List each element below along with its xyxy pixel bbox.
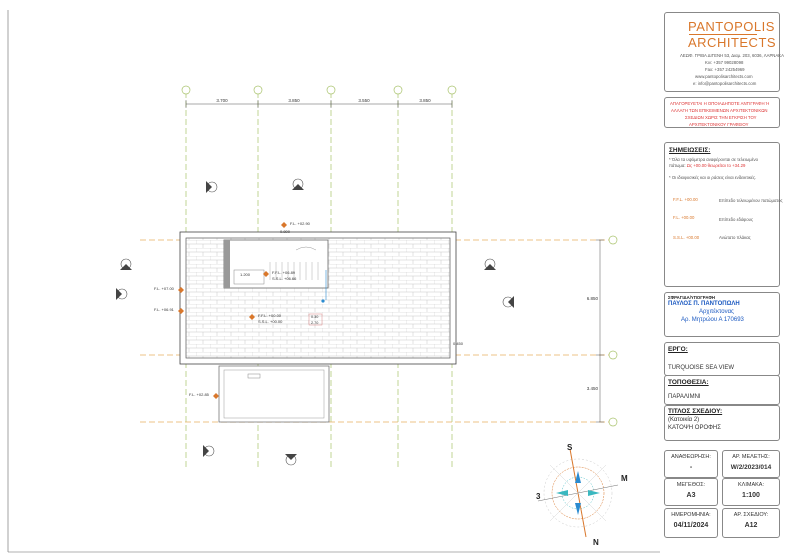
architect-registration: Αρ. Μητρώου Α 170693 [681,317,744,323]
dim-top-1: 3.700 [216,98,228,103]
study-number-cell: ΑΡ. ΜΕΛΕΤΗΣ: W/2/2023/014 [722,450,780,478]
notice-line-2: ΑΛΛΑΓΗ ΤΩΝ ΕΠΙΚΕΙΜΕΝΩΝ ΑΡΧΙΤΕΚΤΟΝΙΚΩΝ [671,108,768,113]
title-block: PANTOPOLIS ARCHITECTS ΛΕΩΦ. ΓΡΙΒΑ ΔΙΓΕΝΗ… [664,8,784,548]
drawing-number-label: ΑΡ. ΣΧΕΔΙΟΥ: [733,512,769,518]
legend-desc-1: Επίπεδο τελειωμένου πατώματος [719,198,783,203]
notes-line-1: * Όλα τα υψόμετρα αναφέρονται σε τελειωμ… [669,157,759,162]
stair-core-wall [224,240,230,288]
level-left-2: F.L. +06.91 [154,307,175,312]
firm-name-line1: PANTOPOLIS [688,19,775,34]
level-left-1: F.L. +07.00 [154,286,175,291]
address-line-5: e: info@pantopolisarchitects.com [693,81,757,86]
address-line-2: Κιν: +357 99028098 [705,60,744,65]
compass-north: N [593,538,599,547]
firm-box: PANTOPOLIS ARCHITECTS ΛΕΩΦ. ΓΡΙΒΑ ΔΙΓΕΝΗ… [664,12,784,92]
notice-line-4: ΑΡΧΙΤΕΚΤΟΝΙΚΟΥ ΓΡΑΦΕΙΟΥ [689,122,749,127]
section-markers [116,178,514,466]
level-center-ffl: F.F.L. +00.00 [258,313,282,318]
scale-cell: ΚΛΙΜΑΚΑ: 1:100 [722,478,780,506]
architect-name: ΠΑΥΛΟΣ Π. ΠΑΝΤΟΠΩΛΗ [668,301,740,307]
dim-right-small: 0.450 [453,341,464,346]
notice-line-3: ΣΧΕΔΙΩΝ ΧΩΡΙΣ ΤΗΝ ΕΓΚΡΙΣΗ ΤΟΥ [685,115,757,120]
notes-line-2: πάτωμα: Ως +00.00 θεωρείται το +34.29 [669,163,746,168]
project-value: TURQUOISE SEA VIEW [668,365,735,371]
date-cell: ΗΜΕΡΟΜΗΝΙΑ: 04/11/2024 [664,508,718,538]
drawing-title-box: ΤΙΤΛΟΣ ΣΧΕΔΙΟΥ: (Κατοικία 2) ΚΑΤΟΨΗ ΟΡΟΦ… [664,405,780,441]
size-value: A3 [686,492,696,499]
stair-treads [269,262,319,280]
level-bottom-left: F.L. +02.85 [189,392,210,397]
revision-cell: ΑΝΑΘΕΩΡΗΣΗ: - [664,450,718,478]
dim-small-a: 0.30 [311,315,318,319]
address-line-3: Fax: +357 24254969 [705,67,745,72]
study-number-label: ΑΡ. ΜΕΛΕΤΗΣ: [732,454,770,460]
drawing-number-cell: ΑΡ. ΣΧΕΔΙΟΥ: A12 [722,508,780,538]
dim-top-4: 3.850 [419,98,431,103]
revision-value: - [689,464,693,471]
right-dimension-line [596,239,604,423]
drain-point [321,299,325,303]
date-value: 04/11/2024 [673,522,709,529]
legend-code-3: S.S.L. +00.00 [673,235,700,240]
stamp-box: ΣΦΡΑΓΙΔΑ/ΥΠΟΓΡΑΦΗ ΠΑΥΛΟΣ Π. ΠΑΝΤΟΠΩΛΗ Αρ… [664,292,780,337]
notes-line-3: * Οι ιδιοφυσικές και οι ράσεις είναι ενδ… [669,175,757,180]
legend-code-1: F.F.L. +00.00 [673,197,698,202]
notes-box: ΣΗΜΕΙΩΣΕΙΣ: * Όλα τα υψόμετρα αναφέροντα… [664,142,783,287]
compass-west: 3 [536,492,541,501]
level-center-ssl: S.S.L. +00.00 [258,319,283,324]
project-heading: ΕΡΓΟ: [668,346,688,353]
legend-desc-3: Ανώτατο πλάκας [719,235,751,240]
dim-right-2: 3.450 [587,386,599,391]
dim-small-b: 2.70 [311,321,318,325]
level-stair-ssl: S.S.L. +06.66 [272,276,297,281]
dim-top-3: 3.550 [358,98,370,103]
grid-bubbles-right [608,235,618,427]
date-label: ΗΜΕΡΟΜΗΝΙΑ: [671,512,711,518]
logo-rule [689,34,757,35]
size-cell: ΜΕΓΕΘΟΣ: A3 [664,478,718,506]
legend-desc-2: Επίπεδο εδάφους [719,217,754,222]
compass-east: M [621,474,628,483]
grid-bubbles-top [181,85,457,95]
dim-right-1: 6.850 [587,296,599,301]
study-number-value: W/2/2023/014 [730,464,772,471]
scale-value: 1:100 [742,492,760,499]
signature-label: ΣΦΡΑΓΙΔΑ/ΥΠΟΓΡΑΦΗ [668,295,715,300]
top-dimension-line [185,100,453,108]
location-heading: ΤΟΠΟΘΕΣΙΑ: [668,379,709,386]
compass-south: S [567,443,573,452]
drawing-title-heading: ΤΙΤΛΟΣ ΣΧΕΔΙΟΥ: [668,408,723,415]
architect-role: Αρχιτέκτονας [699,309,734,315]
drawing-number-value: A12 [744,522,758,529]
notice-line-1: ΑΠΑΓΟΡΕΥΕΤΑΙ Η ΟΠΟΙΑΔΗΠΟΤΕ ΑΝΤΙΓΡΑΦΗ Ή [670,101,770,106]
address-line-4: www.pantopolisarchitects.com [695,74,753,79]
project-box: ΕΡΓΟ: TURQUOISE SEA VIEW [664,342,780,376]
revision-label: ΑΝΑΘΕΩΡΗΣΗ: [671,454,711,460]
notes-heading: ΣΗΜΕΙΩΣΕΙΣ: [669,147,711,154]
location-value: ΠΑΡΑΛΙΜΝΙ [668,394,701,400]
dim-inner-width: 1.200 [240,272,251,277]
location-box: ΤΟΠΟΘΕΣΙΑ: ΠΑΡΑΛΙΜΝΙ [664,375,780,405]
firm-name-line2: ARCHITECTS [688,35,777,50]
legend-code-2: F.L. +00.00 [673,215,695,220]
dim-top-2: 3.850 [288,98,300,103]
scale-label: ΚΛΙΜΑΚΑ: [738,482,764,488]
notice-box: ΑΠΑΓΟΡΕΥΕΤΑΙ Η ΟΠΟΙΑΔΗΠΟΤΕ ΑΝΤΙΓΡΑΦΗ Ή Α… [664,97,780,128]
drawing-title-line-1: (Κατοικία 2) [668,417,700,423]
roof-plan-drawing: 3.700 3.850 3.550 3.850 6.850 3.450 0.80… [7,10,660,553]
size-label: ΜΕΓΕΘΟΣ: [676,482,706,488]
drawing-title-line-2: ΚΑΤΟΨΗ ΟΡΟΦΗΣ [668,425,721,431]
dim-top-inner: 0.800 [280,229,291,234]
level-top: F.L. +02.90 [290,221,311,226]
address-line-1: ΛΕΩΦ. ΓΡΙΒΑ ΔΙΓΕΝΗ 53, Διαμ. 203, 6036, … [680,53,785,58]
compass-rose: S N M 3 [536,443,628,547]
lower-terrace [218,365,330,423]
level-stair-ffl: F.F.L. +06.89 [272,270,296,275]
